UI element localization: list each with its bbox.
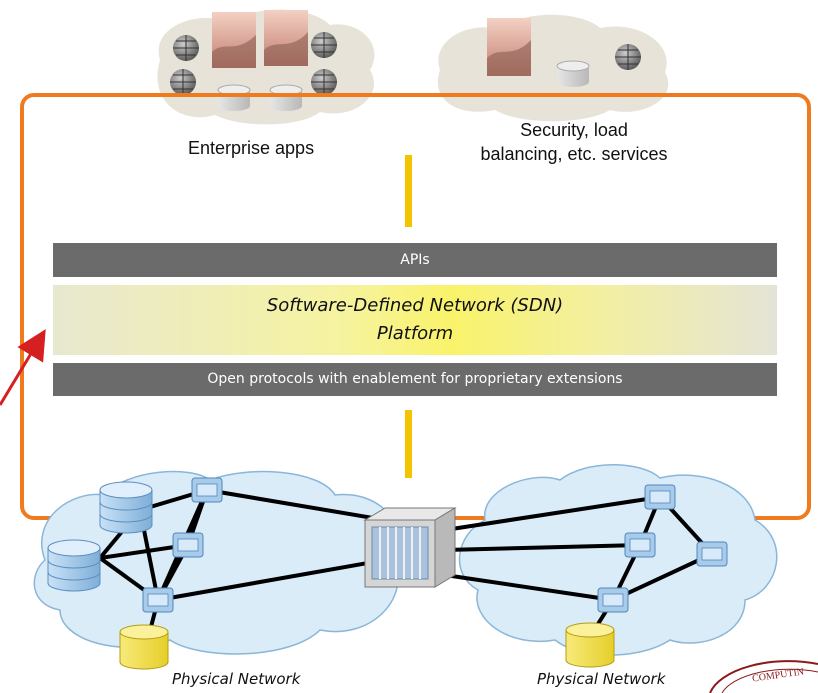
institution-seal xyxy=(709,660,818,693)
database-icon xyxy=(119,624,169,670)
physical-network-label-right: Physical Network xyxy=(537,670,666,688)
database-icon xyxy=(565,622,615,668)
globe-icon xyxy=(615,44,641,70)
network-switch-icon xyxy=(172,532,204,558)
database-icon xyxy=(99,481,153,534)
network-switch-icon xyxy=(597,587,629,613)
platform-title-line2: Platform xyxy=(376,323,454,344)
enterprise-apps-label: Enterprise apps xyxy=(188,138,315,158)
network-switch-icon xyxy=(644,484,676,510)
globe-icon xyxy=(311,32,337,58)
services-label-line1: Security, load xyxy=(520,120,628,140)
platform-title-line1: Software-Defined Network (SDN) xyxy=(266,295,564,316)
database-icon xyxy=(47,539,101,592)
apis-layer: APIs xyxy=(53,243,777,277)
pointer-arrow xyxy=(0,329,46,406)
network-switch-icon xyxy=(142,587,174,613)
physical-network-cloud-right xyxy=(458,464,778,656)
network-switch-icon xyxy=(624,532,656,558)
connector-bottom xyxy=(405,410,412,478)
photo-icon xyxy=(264,10,308,66)
globe-icon xyxy=(311,69,337,95)
sdn-platform-layer: Software-Defined Network (SDN) Platform xyxy=(53,285,777,355)
globe-icon xyxy=(170,69,196,95)
network-switch-icon xyxy=(191,477,223,503)
services-label-line2: balancing, etc. services xyxy=(480,144,668,164)
network-switch-icon xyxy=(696,541,728,567)
photo-icon xyxy=(212,12,256,68)
connector-top xyxy=(405,155,412,227)
server-rack-icon xyxy=(363,507,457,588)
open-protocols-layer: Open protocols with enablement for propr… xyxy=(53,363,777,396)
services-label: Security, load balancing, etc. services xyxy=(448,118,700,166)
photo-icon xyxy=(487,18,531,76)
database-icon xyxy=(217,84,251,111)
database-icon xyxy=(269,84,303,111)
database-icon xyxy=(556,60,590,87)
physical-network-label-left: Physical Network xyxy=(172,670,301,688)
globe-icon xyxy=(173,35,199,61)
